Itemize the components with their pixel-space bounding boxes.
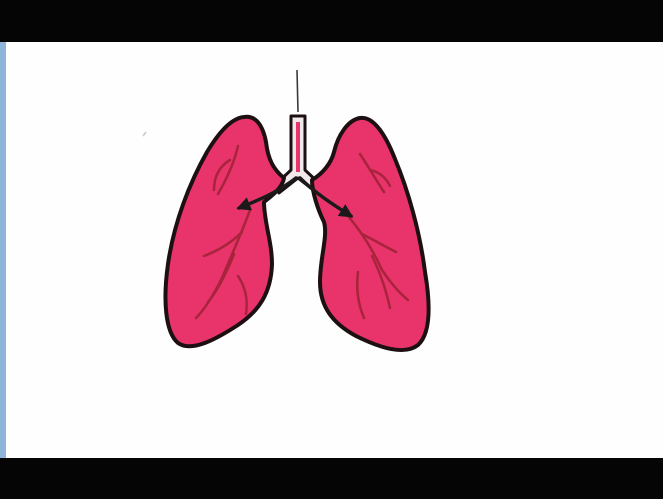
video-canvas — [6, 42, 663, 458]
stray-mark — [143, 132, 146, 136]
lungs-icon — [6, 42, 663, 458]
right-lung — [312, 118, 429, 350]
pointer-line — [297, 70, 298, 112]
left-lung — [165, 117, 284, 346]
letterbox-bottom — [0, 458, 663, 499]
letterbox-top — [0, 0, 663, 42]
